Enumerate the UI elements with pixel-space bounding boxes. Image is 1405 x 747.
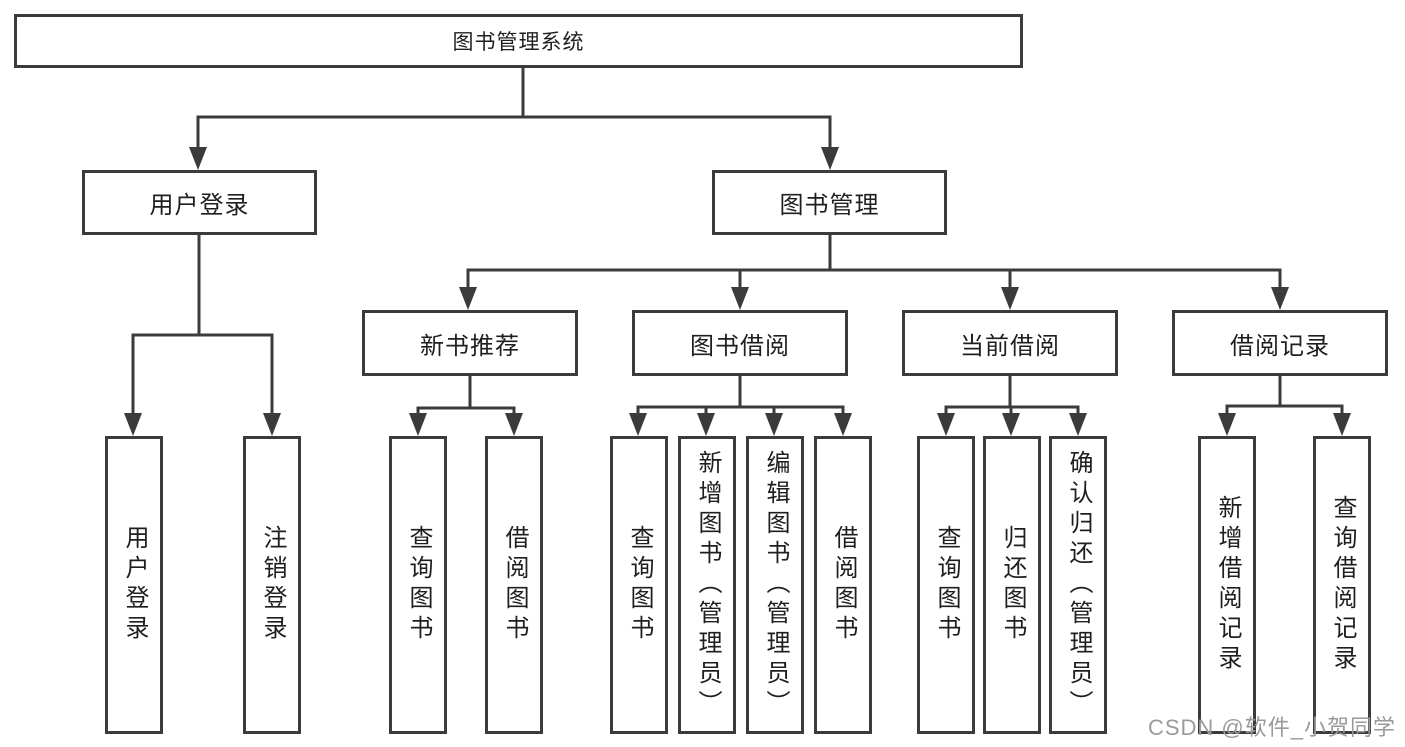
node-label: 新增图书（管理员） bbox=[694, 450, 721, 720]
node-label: 查询图书 bbox=[626, 525, 653, 645]
arrowhead-icon bbox=[834, 413, 852, 436]
node-label: 查询借阅记录 bbox=[1329, 495, 1356, 675]
arrowhead-icon bbox=[765, 413, 783, 436]
arrowhead-icon bbox=[629, 413, 647, 436]
node-borrow-books: 借阅图书 bbox=[814, 436, 872, 734]
node-label: 用户登录 bbox=[149, 192, 250, 219]
arrowhead-icon bbox=[1333, 413, 1351, 436]
node-query-borrow-record: 查询借阅记录 bbox=[1313, 436, 1371, 734]
node-label: 确认归还（管理员） bbox=[1065, 450, 1092, 720]
node-label: 查询图书 bbox=[933, 525, 960, 645]
node-query-books: 查询图书 bbox=[610, 436, 668, 734]
arrowhead-icon bbox=[1001, 287, 1019, 310]
node-borrow-books: 借阅图书 bbox=[485, 436, 543, 734]
node-label: 借阅图书 bbox=[501, 525, 528, 645]
node-return-books: 归还图书 bbox=[983, 436, 1041, 734]
node-user-login-leaf: 用户登录 bbox=[105, 436, 163, 734]
arrowhead-icon bbox=[1002, 413, 1020, 436]
node-query-books: 查询图书 bbox=[917, 436, 975, 734]
arrowhead-icon bbox=[731, 287, 749, 310]
node-label: 编辑图书（管理员） bbox=[762, 450, 789, 720]
node-label: 当前借阅 bbox=[960, 332, 1060, 360]
node-label: 图书管理系统 bbox=[452, 31, 585, 54]
arrowhead-icon bbox=[189, 147, 207, 170]
node-label: 注销登录 bbox=[259, 525, 286, 645]
node-label: 新书推荐 bbox=[420, 332, 520, 360]
node-label: 归还图书 bbox=[999, 525, 1026, 645]
node-add-books-admin: 新增图书（管理员） bbox=[678, 436, 736, 734]
arrowhead-icon bbox=[937, 413, 955, 436]
node-label: 用户登录 bbox=[121, 525, 148, 645]
node-label: 借阅记录 bbox=[1230, 332, 1330, 360]
node-label: 新增借阅记录 bbox=[1214, 495, 1241, 675]
node-label: 查询图书 bbox=[405, 525, 432, 645]
node-label: 图书借阅 bbox=[690, 332, 790, 360]
node-new-book-recommend: 新书推荐 bbox=[362, 310, 578, 376]
node-query-books: 查询图书 bbox=[389, 436, 447, 734]
node-library-management-system: 图书管理系统 bbox=[14, 14, 1023, 68]
node-label: 图书管理 bbox=[779, 192, 880, 219]
node-book-management: 图书管理 bbox=[712, 170, 947, 235]
csdn-watermark: CSDN @软件_小贺同学 bbox=[1147, 715, 1396, 740]
tree-edges bbox=[131, 66, 1344, 418]
node-add-borrow-record: 新增借阅记录 bbox=[1198, 436, 1256, 734]
node-logout: 注销登录 bbox=[243, 436, 301, 734]
node-edit-books-admin: 编辑图书（管理员） bbox=[746, 436, 804, 734]
arrowhead-icon bbox=[697, 413, 715, 436]
arrowhead-icon bbox=[263, 413, 281, 436]
node-borrow-records: 借阅记录 bbox=[1172, 310, 1388, 376]
arrowhead-icon bbox=[1271, 287, 1289, 310]
arrowhead-icon bbox=[124, 413, 142, 436]
arrowhead-icon bbox=[1218, 413, 1236, 436]
node-current-borrowing: 当前借阅 bbox=[902, 310, 1118, 376]
node-confirm-return-admin: 确认归还（管理员） bbox=[1049, 436, 1107, 734]
node-label: 借阅图书 bbox=[830, 525, 857, 645]
node-book-borrowing: 图书借阅 bbox=[632, 310, 848, 376]
arrowhead-icon bbox=[1069, 413, 1087, 436]
node-user-login: 用户登录 bbox=[82, 170, 317, 235]
arrowhead-icon bbox=[505, 413, 523, 436]
arrowhead-icon bbox=[459, 287, 477, 310]
arrowhead-icon bbox=[409, 413, 427, 436]
arrowhead-icon bbox=[821, 147, 839, 170]
